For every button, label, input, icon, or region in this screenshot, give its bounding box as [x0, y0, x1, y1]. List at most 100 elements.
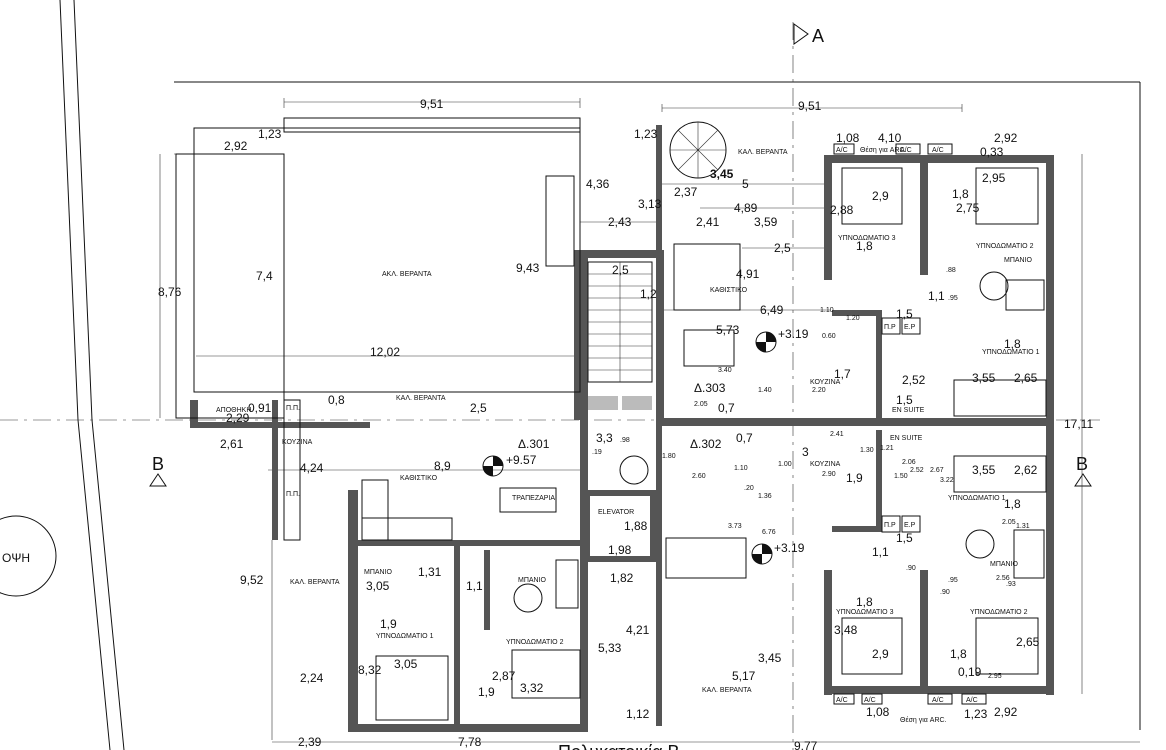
- dimension-label: 17,11: [1064, 417, 1093, 431]
- room-label-kitchen: ΚΟΥΖΙΝΑ: [282, 439, 313, 446]
- small-dimension: .90: [940, 589, 950, 596]
- room-label-bedroom: ΥΠΝΟΔΩΜΑΤΙΟ 3: [836, 609, 894, 616]
- room-label-bedroom: ΥΠΝΟΔΩΜΑΤΙΟ 2: [976, 243, 1034, 250]
- dimension-label: 2,39: [298, 735, 322, 749]
- section-marker-b-left: B: [149, 454, 167, 487]
- small-dimension: 1.10: [820, 307, 834, 314]
- level-303: +3.19: [778, 327, 809, 341]
- dimension-label: 8,76: [158, 285, 182, 299]
- dimension-label: 2,9: [872, 647, 889, 661]
- dimension-label: 2,92: [224, 139, 248, 153]
- dimension-label: 2,43: [608, 215, 632, 229]
- room-label-veranda: ΚΑΛ. ΒΕΡΑΝΤΑ: [738, 149, 788, 156]
- dimension-label: 9,51: [798, 99, 822, 113]
- dimension-label: 6,49: [760, 303, 784, 317]
- dimension-label: 1,12: [626, 707, 650, 721]
- dimension-label: 4,21: [626, 623, 650, 637]
- small-dimension: 3.40: [718, 367, 732, 374]
- dimension-label: 1,1: [928, 289, 945, 303]
- unit-302-label: Δ.302: [690, 437, 722, 451]
- dimension-label: 0,8: [328, 393, 345, 407]
- level-marker-301: +9.57: [482, 453, 537, 477]
- dimension-label: 1,8: [950, 647, 967, 661]
- dimension-label: 2,52: [902, 373, 926, 387]
- dimension-label: 1,2: [640, 287, 657, 301]
- small-dimension: 2.52: [910, 467, 924, 474]
- room-label-veranda: ΚΑΛ. ΒΕΡΑΝΤΑ: [290, 579, 340, 586]
- small-dimension: .90: [906, 565, 916, 572]
- dimension-label: 8,9: [434, 459, 451, 473]
- section-marker-a: A: [793, 23, 824, 46]
- dimension-label: 2,65: [1016, 635, 1040, 649]
- small-dimension: 2.67: [930, 467, 944, 474]
- small-dimension: 1.50: [894, 473, 908, 480]
- dimension-label: 1,8: [952, 187, 969, 201]
- dimension-label: 8,32: [358, 663, 382, 677]
- level-marker-303: +3.19: [755, 327, 809, 353]
- dimension-label: 3,55: [972, 371, 996, 385]
- dimension-label: 2,65: [1014, 371, 1038, 385]
- dimension-label: 2,41: [696, 215, 720, 229]
- room-label-dining: ΤΡΑΠΕΖΑΡΙΑ: [512, 495, 555, 502]
- room-label-elevator: ELEVATOR: [598, 509, 634, 516]
- dimension-label: 3: [802, 445, 809, 459]
- ac-label: A/C: [966, 697, 978, 704]
- unit-301-label: Δ.301: [518, 437, 550, 451]
- dimension-label: 2,62: [1014, 463, 1038, 477]
- room-label-ensuite: EN SUITE: [890, 435, 923, 442]
- section-a-label: A: [812, 26, 824, 46]
- dimension-label: 9,43: [516, 261, 540, 275]
- dimension-label: 1,98: [608, 543, 632, 557]
- dimension-label: 3,05: [366, 579, 390, 593]
- small-dimension: 6.76: [762, 529, 776, 536]
- dimension-label: 2,92: [994, 705, 1018, 719]
- unit-303-label: Δ.303: [694, 381, 726, 395]
- small-dimension: .95: [948, 577, 958, 584]
- dimension-label: 5,33: [598, 641, 622, 655]
- dimension-label: 3,55: [972, 463, 996, 477]
- dimension-label: 1,31: [418, 565, 442, 579]
- dimension-label: 3,45: [758, 651, 782, 665]
- dimension-label: 1,1: [466, 579, 483, 593]
- dimension-label: 1,7: [834, 367, 851, 381]
- small-dimension: 2.95: [988, 673, 1002, 680]
- section-b-left-label: B: [152, 454, 164, 474]
- ac-label: A/C: [900, 147, 912, 154]
- dimension-label: 12,02: [370, 345, 400, 359]
- dimension-label: 2,61: [220, 437, 244, 451]
- room-label-bath: ΜΠΑΝΙΟ: [364, 569, 393, 576]
- dimension-label: 3,13: [638, 197, 662, 211]
- room-labels: ΑΚΛ. ΒΕΡΑΝΤΑ ΚΑΛ. ΒΕΡΑΝΤΑ ΚΑΛ. ΒΕΡΑΝΤΑ Κ…: [216, 149, 1040, 694]
- dimension-label: 0,33: [980, 145, 1004, 159]
- level-301: +9.57: [506, 453, 537, 467]
- dimension-label: 4,10: [878, 131, 902, 145]
- room-label-bedroom: ΥΠΝΟΔΩΜΑΤΙΟ 1: [982, 349, 1040, 356]
- small-dimension: 1.10: [734, 465, 748, 472]
- room-label-kitchen: ΚΟΥΖΙΝΑ: [810, 379, 841, 386]
- small-dimension: .95: [948, 295, 958, 302]
- room-label-veranda: ΚΑΛ. ΒΕΡΑΝΤΑ: [396, 395, 446, 402]
- dimension-label: 1,82: [610, 571, 634, 585]
- dimension-label: 1,8: [1004, 497, 1021, 511]
- small-dimension: 1.00: [778, 461, 792, 468]
- dimension-label: 0,7: [718, 401, 735, 415]
- ac-label: A/C: [836, 147, 848, 154]
- ac-label: A/C: [864, 697, 876, 704]
- ac-label: A/C: [932, 697, 944, 704]
- staircase: [587, 121, 727, 410]
- drawing-title: Πολυκατοικία Β: [558, 742, 680, 750]
- small-dimension: 1.80: [662, 453, 676, 460]
- meter-label: Π.Ρ: [884, 522, 896, 529]
- room-label-veranda-large: ΑΚΛ. ΒΕΡΑΝΤΑ: [382, 271, 432, 278]
- room-label-bedroom: ΥΠΝΟΔΩΜΑΤΙΟ 1: [376, 633, 434, 640]
- dimension-label: 1,08: [866, 705, 890, 719]
- small-dimension: 0.60: [822, 333, 836, 340]
- dimension-label: 4,24: [300, 461, 324, 475]
- dimension-label: 5,73: [716, 323, 740, 337]
- meter-boxes: Π.Ρ Ε.Ρ Π.Ρ Ε.Ρ: [881, 317, 921, 533]
- dimension-label: 5: [742, 177, 749, 191]
- small-dimension-texts: 3.40 1.40 2.20 2.05 1.10 1.20 0.60 .98 .…: [592, 267, 1030, 680]
- dimension-label: 3,59: [754, 215, 778, 229]
- small-dimension: 2.56: [996, 575, 1010, 582]
- dimension-label: 7,78: [458, 735, 482, 749]
